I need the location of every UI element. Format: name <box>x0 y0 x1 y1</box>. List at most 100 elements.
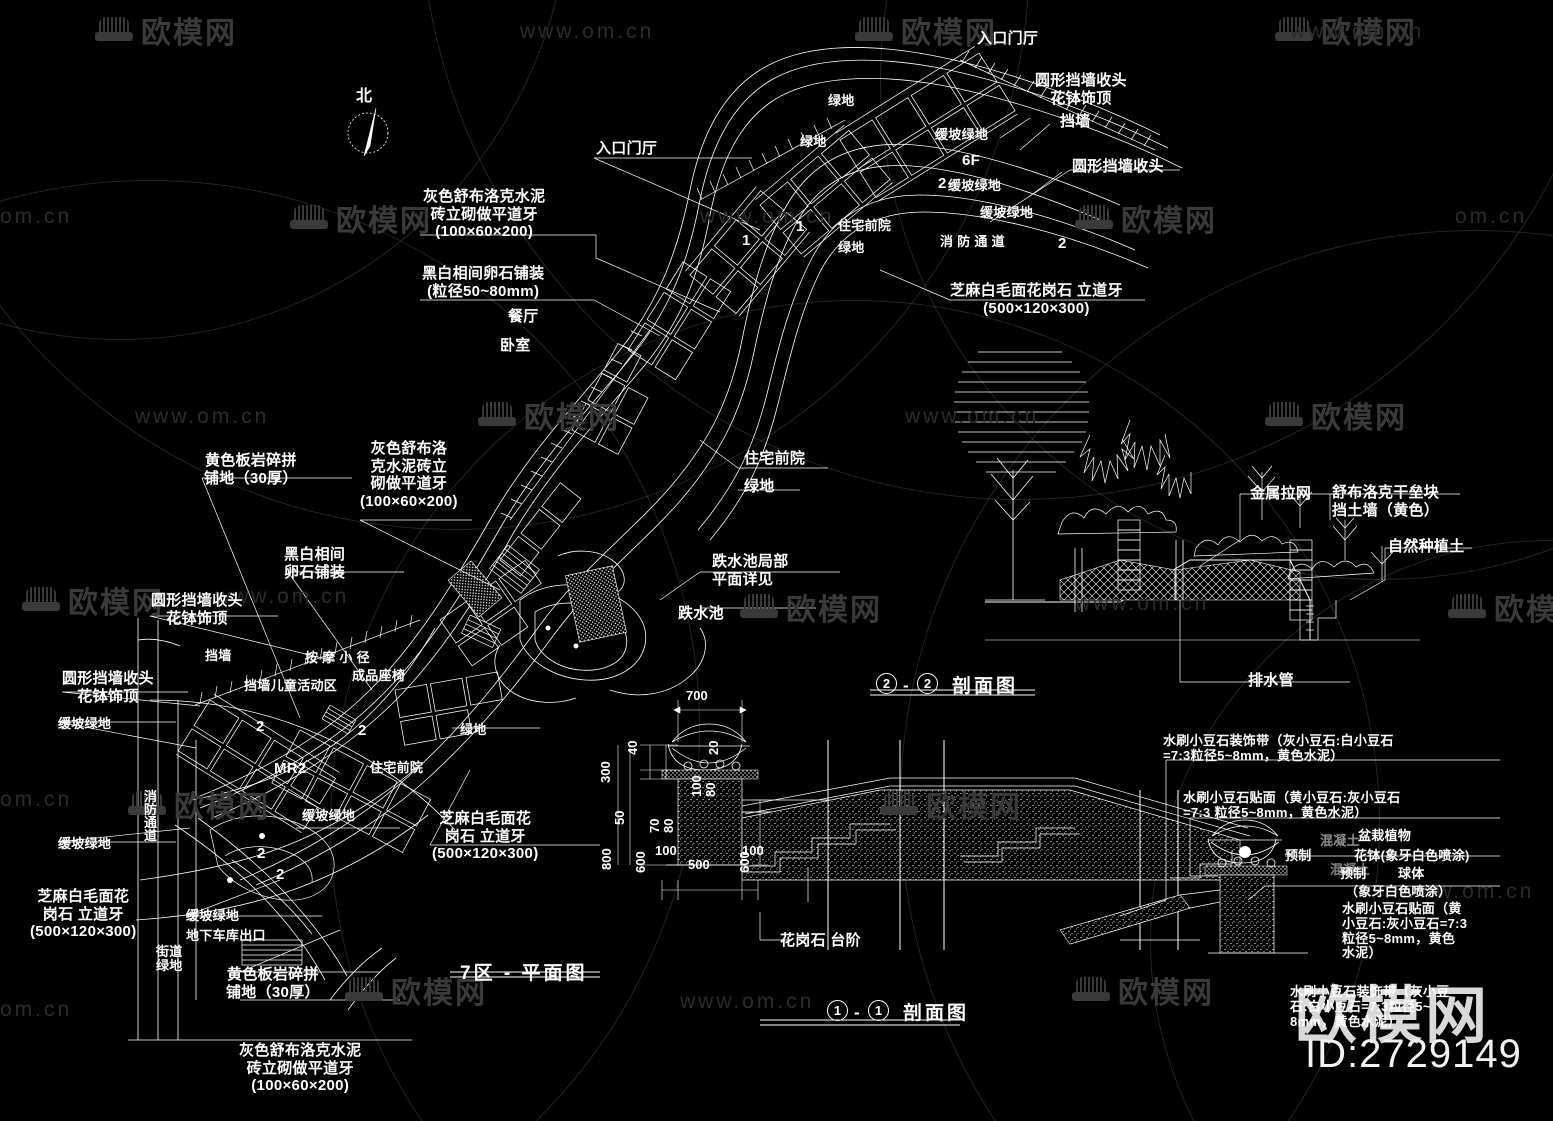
label-green-1: 绿地 <box>828 93 855 108</box>
watermark-url: om.cn <box>0 788 73 811</box>
dimension-800: 800 <box>599 848 614 870</box>
label-waterfall-pool: 跌水池 <box>678 605 724 622</box>
sofa-icon <box>1448 594 1486 620</box>
label-washed-pebble-face-2: 水刷小豆石贴面（黄 小豆石:灰小豆石=7:3 粒径5~8mm，黄色 水泥） <box>1342 901 1468 961</box>
label-green-3: 绿地 <box>838 240 865 255</box>
sofa-icon <box>95 17 133 43</box>
plan-marker: 1 <box>796 218 805 235</box>
watermark-url: om.cn <box>1455 205 1528 228</box>
sofa-icon <box>1075 205 1113 231</box>
sofa-icon <box>478 402 516 428</box>
label-concrete-2: 混凝土 <box>1330 862 1370 877</box>
label-slate-paving-left: 黄色板岩碎拼 铺地（30厚） <box>204 452 298 487</box>
watermark-logo: 欧模网 <box>880 782 1022 826</box>
label-restaurant: 餐厅 <box>508 308 539 325</box>
plan-marker: 2 <box>256 718 265 735</box>
label-retaining-wall-2: 挡墙 <box>205 648 232 663</box>
label-slope-green-5: 缓坡绿地 <box>58 836 112 851</box>
dimension-500: 500 <box>688 857 710 872</box>
section-dash-1: - <box>854 1003 860 1022</box>
label-round-wall-cap-4: 圆形挡墙收头 花钵饰顶 <box>62 670 154 705</box>
label-granite-curb-mid: 芝麻白毛面花 岗石 立道牙 (500×120×300) <box>432 810 539 863</box>
dimension-100-b: 100 <box>655 843 677 858</box>
label-massage-pavilion: 按 摩 小 径 <box>305 650 370 665</box>
label-slope-green-4: 缓坡绿地 <box>58 716 112 731</box>
label-slate-paving-bot: 黄色板岩碎拼 铺地（30厚） <box>226 966 320 1001</box>
watermark-logo: 欧模网 <box>95 8 237 52</box>
label-waterfall-detail: 跌水池局部 平面详见 <box>712 553 789 588</box>
dimension-80-a: 80 <box>703 782 718 797</box>
label-entry-lobby-left: 入口门厅 <box>596 140 658 157</box>
watermark-logo: 欧模网 <box>740 585 882 629</box>
watermark-logo: 欧模网 <box>1448 585 1553 629</box>
label-cobble-paving-mid: 黑白相间 卵石铺装 <box>284 546 346 581</box>
sofa-icon <box>1265 402 1303 428</box>
watermark-logo: 欧模网 <box>22 578 164 622</box>
label-concrete-1: 混凝土 <box>1320 833 1360 848</box>
sofa-icon <box>1275 17 1313 43</box>
label-cobble-paving-top: 黑白相间卵石铺装 (粒径50~80mm) <box>422 265 545 300</box>
dimension-20: 20 <box>706 740 721 755</box>
watermark-logo: 欧模网 <box>1072 968 1214 1012</box>
label-granite-curb-left: 芝麻白毛面花 岗石 立道牙 (500×120×300) <box>30 888 137 941</box>
label-potted-plant: 盆栽植物 <box>1358 828 1412 843</box>
label-round-wall-cap-2: 圆形挡墙收头 <box>1072 158 1164 175</box>
label-retaining-wall-1: 挡墙 <box>1060 113 1091 130</box>
label-slope-green-1: 缓坡绿地 <box>935 127 989 142</box>
label-granite-step: 花岗石 台阶 <box>780 932 861 949</box>
watermark-logo: 欧模网 <box>478 393 620 437</box>
label-washed-pebble-face: 水刷小豆石贴面（黄小豆石:灰小豆石 =7:3 粒径5~8mm，黄色水泥） <box>1183 790 1401 821</box>
watermark-url: www.om.cn <box>1075 592 1210 615</box>
label-slope-green-6: 缓坡绿地 <box>302 808 356 823</box>
label-grey-cement-curb-bot: 灰色舒布洛克水泥 砖立砌做平道牙 (100×60×200) <box>239 1042 362 1095</box>
north-arrow-label: 北 <box>356 88 373 105</box>
label-house-front-yard-3: 住宅前院 <box>370 760 424 775</box>
watermark-url: www.om.cn <box>520 20 655 43</box>
label-washed-pebble-face-3: 水刷小豆石装饰带（灰小豆 石:白小豆石=7:3粒径5~ 8mm，黄色水泥） <box>1290 984 1450 1029</box>
plan-marker: 2 <box>1058 235 1067 252</box>
label-wall-kids-area: 挡墙儿童活动区 <box>244 678 338 693</box>
plan-title: 7区 - 平面图 <box>460 963 588 984</box>
sofa-icon <box>740 594 778 620</box>
label-natural-soil: 自然种植土 <box>1388 538 1465 555</box>
watermark-url: www.om.cn <box>905 405 1040 428</box>
label-slope-green-3: 缓坡绿地 <box>980 205 1034 220</box>
watermark-url: om.cn <box>0 205 73 228</box>
label-flower-pot: 花钵(象牙白色喷涂) <box>1354 848 1470 863</box>
dimension-600-a: 600 <box>633 851 648 873</box>
watermark-id: ID:2729149 <box>1305 1032 1522 1076</box>
dimension-100-c: 100 <box>742 843 764 858</box>
label-grey-cement-curb-top: 灰色舒布洛克水泥 砖立砌做平道牙 (100×60×200) <box>423 188 546 241</box>
label-round-wall-cap-3: 圆形挡墙收头 花钵饰顶 <box>151 592 243 627</box>
sofa-icon <box>290 205 328 231</box>
label-bedroom: 卧室 <box>500 337 531 354</box>
label-shubluoke-wall: 舒布洛克干垒块 挡土墙（黄色） <box>1332 484 1440 519</box>
label-garage-exit: 地下车库出口 <box>186 928 266 943</box>
sofa-icon <box>1072 977 1110 1003</box>
sofa-icon <box>855 17 893 43</box>
label-mr2: MR2 <box>274 760 307 777</box>
section-bubble-2a: 2 <box>876 673 897 694</box>
label-green-4: 绿地 <box>744 478 775 495</box>
plan-marker: 2 <box>938 175 947 192</box>
section-bubble-1b: 1 <box>868 1000 889 1021</box>
label-house-front-yard-1: 住宅前院 <box>838 218 892 233</box>
watermark-logo: 欧模网 <box>1075 196 1217 240</box>
dimension-40: 40 <box>625 740 640 755</box>
watermark-url: www.om.cn <box>700 205 835 228</box>
dimension-70: 70 <box>647 818 662 833</box>
watermark-logo: 欧模网 <box>855 8 997 52</box>
label-precast-2: 预制 <box>1340 866 1367 881</box>
label-drain-pipe: 排水管 <box>1248 672 1294 689</box>
sofa-icon <box>345 977 383 1003</box>
label-fire-lane-top: 消 防 通 道 <box>940 234 1005 249</box>
section-bubble-2b: 2 <box>917 673 938 694</box>
plan-marker: 2 <box>257 845 266 862</box>
watermark-logo: 欧模网 <box>1275 8 1417 52</box>
dimension-700: 700 <box>686 688 708 703</box>
watermark-logo: 欧模网 <box>290 196 432 240</box>
dimension-300: 300 <box>598 761 613 783</box>
section-1-1-title: 剖面图 <box>903 1003 970 1024</box>
plan-marker: 2 <box>358 722 367 739</box>
label-floor-6f: 6F <box>962 152 981 169</box>
